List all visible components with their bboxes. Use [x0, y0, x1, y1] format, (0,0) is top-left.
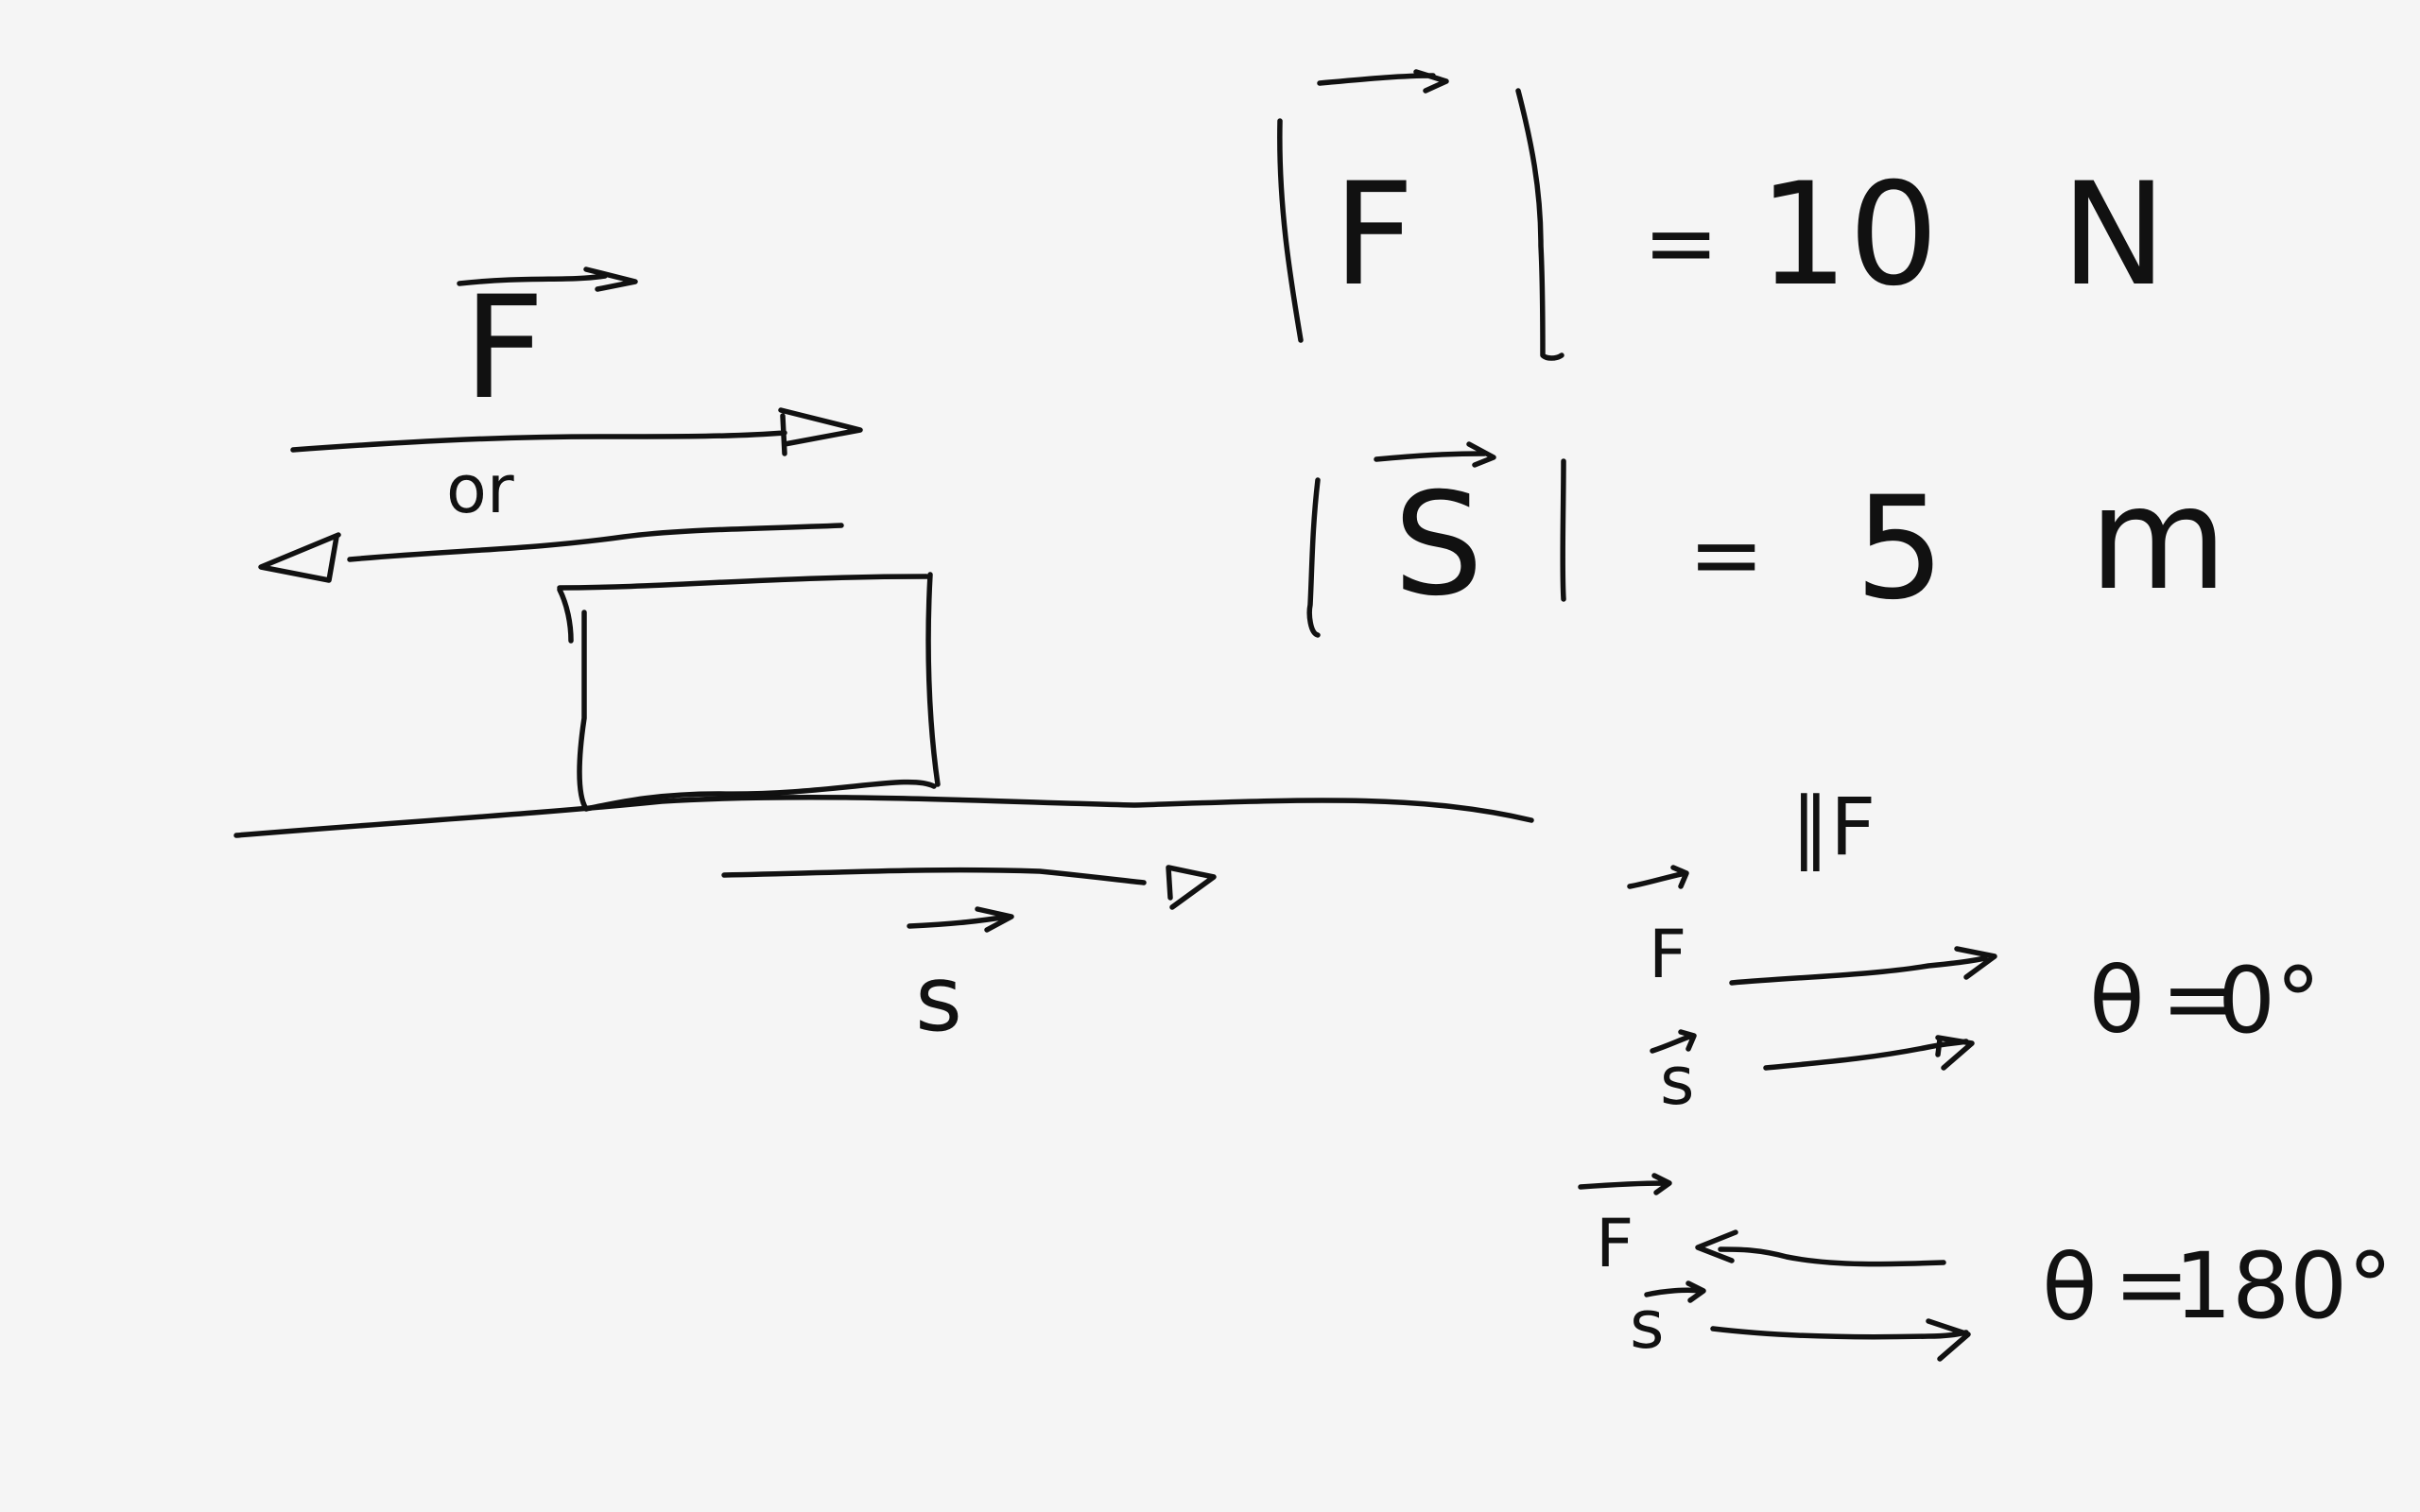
or-word: or — [446, 451, 514, 528]
force-arrow-left — [258, 523, 844, 583]
force-label-overarrow — [457, 266, 638, 292]
case1-angle-value: 0° — [2218, 948, 2321, 1054]
displacement-magnitude-equals: = — [1688, 502, 1764, 608]
force-abs-left-bar — [1277, 118, 1304, 343]
force-label-group: F — [457, 266, 638, 431]
force-magnitude-equals: = — [1643, 190, 1719, 296]
force-magnitude-value: 10 — [1758, 153, 1939, 318]
block-box — [557, 572, 941, 812]
case2-force-arrow-left — [1695, 1229, 1946, 1267]
case-parallel: F s θ = 0° — [1627, 865, 2321, 1120]
case2-angle-symbol: θ — [2042, 1235, 2098, 1341]
case2-force-overarrow — [1578, 1173, 1672, 1195]
case1-force-label: F — [1649, 916, 1686, 993]
case1-disp-label: s — [1660, 1042, 1694, 1120]
displacement-label: s — [915, 946, 962, 1052]
disp-abs-right-bar — [1560, 458, 1566, 602]
force-arrow-right — [290, 407, 863, 456]
ground-line — [233, 794, 1534, 838]
parallel-note: ∥F — [1790, 781, 1876, 873]
case1-force-arrow — [1729, 946, 1997, 986]
case1-angle-symbol: θ — [2089, 948, 2145, 1054]
force-vector-overarrow — [1317, 69, 1449, 94]
disp-abs-left-bar — [1306, 477, 1321, 638]
displacement-magnitude-symbol: S — [1393, 463, 1483, 627]
case1-disp-overarrow — [1650, 1029, 1697, 1054]
force-magnitude-unit: N — [2061, 153, 2167, 318]
force-abs-right-bar — [1515, 88, 1564, 361]
disp-vector-overarrow — [1374, 441, 1496, 468]
displacement-magnitude-value: 5 — [1855, 467, 1945, 631]
case-antiparallel: F s θ = 180° — [1578, 1173, 2393, 1364]
case2-force-label: F — [1596, 1205, 1634, 1282]
displacement-magnitude-unit: m — [2089, 457, 2227, 622]
case2-disp-arrow — [1710, 1318, 1971, 1362]
displacement-label-group: s — [907, 906, 1014, 1052]
case1-disp-arrow — [1763, 1035, 1975, 1071]
force-magnitude-symbol: F — [1333, 153, 1414, 318]
case1-force-overarrow — [1627, 865, 1689, 889]
force-label: F — [463, 266, 544, 431]
case2-disp-overarrow — [1644, 1280, 1706, 1303]
displacement-overarrow — [907, 906, 1014, 933]
case2-disp-label: s — [1630, 1286, 1664, 1364]
displacement-magnitude-row: S = 5 m — [1306, 441, 2227, 638]
case1-equals: = — [2161, 946, 2237, 1052]
case2-angle-value: 180° — [2174, 1233, 2393, 1339]
case2-equals: = — [2114, 1231, 2189, 1337]
force-magnitude-row: F = 10 N — [1277, 69, 2167, 361]
displacement-arrow — [721, 865, 1217, 910]
